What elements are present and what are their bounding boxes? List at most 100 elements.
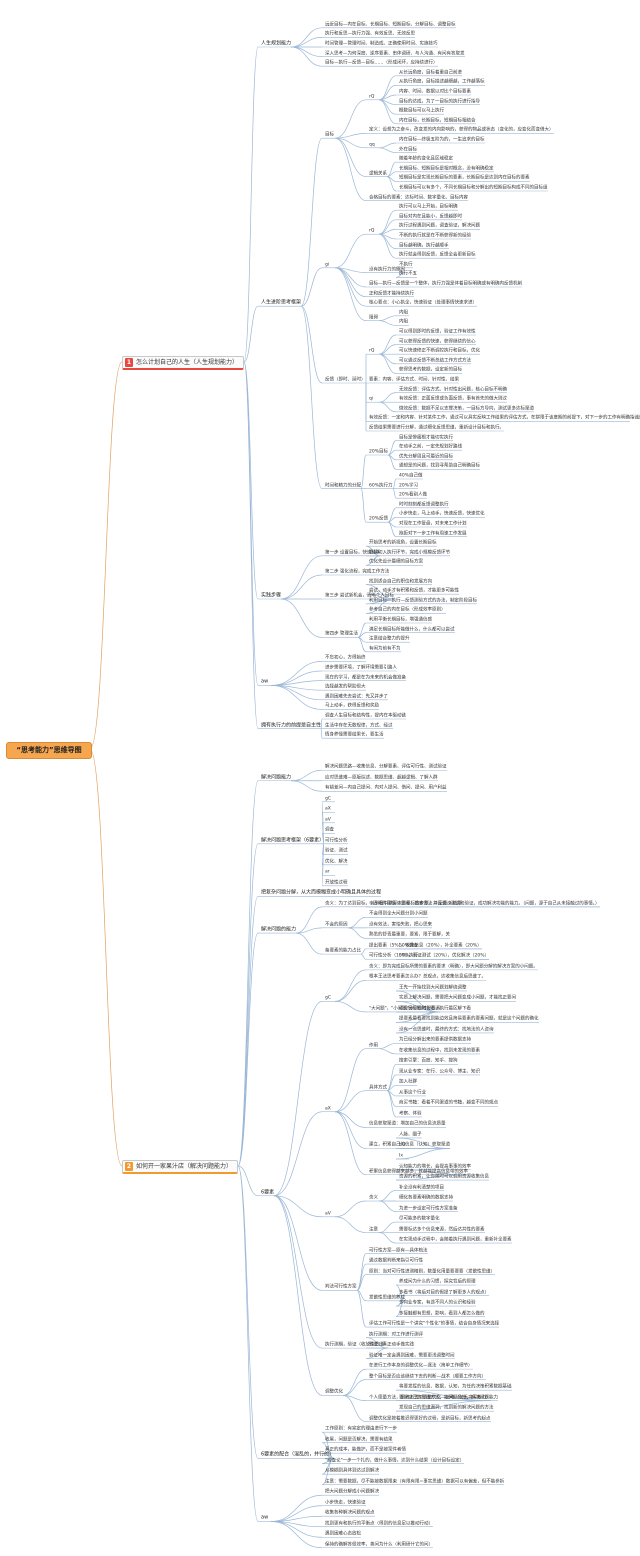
leaf-topic[interactable]: 提要素最看要找到能边效且简易要素的要素问题，就是这个问题的确化 [399,1016,539,1022]
leaf-topic[interactable]: 深入思考—为何深度、逆序要素、串体调研、与人沟通、有问有答取发 [325,51,465,57]
leaf-topic[interactable]: 整个目标是否应该继续下去的判断—战术（顺要工作方向） [369,1374,486,1380]
leaf-topic[interactable]: 不忘初心，方得始终 [325,655,366,661]
leaf-topic[interactable]: 注意结合整力的提升 [369,636,410,642]
leaf-topic[interactable]: 优化、解决 [325,859,348,865]
leaf-topic[interactable]: 加入社群 [399,1079,417,1085]
leaf-topic[interactable]: 保持的确解答很效率，善问为什么（利用研什它的问） [325,1542,433,1548]
leaf-topic[interactable]: 发散性思维的养成 [369,1295,405,1301]
leaf-topic[interactable]: 真正的成本，能做护，而不是被案件者情 [325,1447,406,1453]
branch-topic[interactable]: 6要素的配合（混乱的，并行的） [261,1451,335,1458]
leaf-topic[interactable]: aV [325,817,331,823]
leaf-topic[interactable]: 验证唯一定会遇到困难，需要更浅调整时间 [369,1353,455,1359]
leaf-topic[interactable]: 在实现动手过程中，会随着执行遇到问题，重新补全要素 [399,1237,512,1243]
leaf-topic[interactable]: aV [325,1211,331,1217]
leaf-topic[interactable]: 验证、测试 [325,848,348,854]
leaf-topic[interactable]: 遇到困难心态放松 [325,1531,361,1537]
leaf-topic[interactable]: 现在的学习，都是在为未来的机会做准备 [325,675,406,681]
leaf-topic[interactable]: 适设目标要知头看，执行最区解下看 [399,1006,471,1012]
branch-topic[interactable]: 解决问题能力 [261,774,292,781]
leaf-topic[interactable]: qq [369,142,375,148]
leaf-topic[interactable]: 20%看别人做 [399,492,428,498]
leaf-topic[interactable]: 实质上解决问题，需要把大问题变成小问题，才能找正要问 [399,995,516,1001]
leaf-topic[interactable]: 注意：需要数据，尽不能被数据限束（有限有限=事实思维）数据可以有偏差，但不能参拆 [325,1479,505,1485]
leaf-topic[interactable]: 可以获得反馈的快速，获得继续的信心 [399,339,476,345]
leaf-topic[interactable]: 不会的原因 [325,922,348,928]
leaf-topic[interactable]: 从执行角度，目标描述越细越，工作越落标 [399,79,485,85]
leaf-topic[interactable]: 备要素的能力占比 [325,948,361,954]
branch-topic[interactable]: 解决问题思考框架（6要素） [261,837,325,844]
leaf-topic[interactable]: 参考自己的内在目标（形成效率原则） [369,607,446,613]
leaf-topic[interactable]: gC [325,995,331,1001]
leaf-topic[interactable]: 马上动手，获得反馈和奖励 [325,703,379,709]
branch-topic[interactable]: aw [261,1514,269,1521]
leaf-topic[interactable]: 信息获取渠道：增加自己的信息流质量 [369,1121,446,1127]
leaf-topic[interactable]: 个人德量方法，是考方式对调整优化—战略（长远高深能力） [369,1395,491,1401]
leaf-topic[interactable]: 不执行 [399,262,413,268]
branch-topic[interactable]: 人生规划能力 [261,40,292,47]
leaf-topic[interactable]: 具体方式 [369,1085,387,1091]
leaf-topic[interactable]: 微效反馈：数据不足以支撑决策，一目标方导向，测试更多达标渠道 [399,406,534,412]
leaf-topic[interactable]: 第四步 管理生活 [325,631,358,637]
leaf-topic[interactable]: 从事这个行业 [399,1090,426,1096]
leaf-topic[interactable]: 收集各种解决问题的观点 [325,1510,375,1516]
leaf-topic[interactable]: 可以通过反馈不断总结工作方式方法 [399,358,471,364]
leaf-topic[interactable]: 执行不五 [399,271,417,277]
leaf-topic[interactable]: 进步需要环境，了解环境需要引路人 [325,665,397,671]
leaf-topic[interactable]: 执行可以马上开始，目标明确 [399,204,458,210]
leaf-topic[interactable]: 发现自己的思维漏洞，找到新的解决问题的方法 [399,1405,494,1411]
leaf-topic[interactable]: 要提自己的思维方式，能问题角度，解决问题能力 [399,1395,498,1401]
leaf-topic[interactable]: 有闲为前有不为 [369,646,401,652]
leaf-topic[interactable]: 含义：为了达到目标，包头看中掌握达到目标的步骤，并且通过测试和验证，成功解决功能… [325,901,600,907]
branch-topic[interactable]: 人生进阶思考框架 [261,299,302,306]
leaf-topic[interactable]: 为已经分解出来的要素提供数据支持 [399,1037,471,1043]
leaf-topic[interactable]: 可以快速修正不断调控执行和目标，优化 [399,348,480,354]
leaf-topic[interactable]: 反馈结果需要进行分解，通过细化反馈思维，重新设计目标和执行。 [369,425,504,431]
leaf-topic[interactable]: 50%执行 [399,953,419,959]
leaf-topic[interactable]: 目标越明确，执行越顺手 [399,243,449,249]
leaf-topic[interactable]: 执行测期：对工作进行测评 [369,1332,423,1338]
leaf-topic[interactable]: 提出要素（5%），收集信息（20%），补全要素（20%） [369,943,482,949]
leaf-topic[interactable]: 情身养怪需要结果长，要生活 [325,732,384,738]
leaf-topic[interactable]: 内在目标—终极五阶为的，一生追求的目标 [399,137,485,143]
branch-topic[interactable]: 拥有执行力的前提是自主性 [261,722,322,729]
leaf-topic[interactable]: ar [325,869,330,875]
leaf-topic[interactable]: 判法可行性方案 [325,1284,357,1290]
branch-topic[interactable]: 实践步骤 [261,592,282,599]
leaf-topic[interactable]: 阻碍 [369,315,378,321]
leaf-topic[interactable]: 现从业专家：在行、公众号、博主、知识 [399,1069,480,1075]
leaf-topic[interactable]: 含义：即为完成目标所需的要素的要求（明确），即大问题分解的解决方案的小问题。 [369,964,538,970]
leaf-topic[interactable]: rQ [369,94,375,100]
leaf-topic[interactable]: 收尾，问题是否解决，需要有结果 [325,1437,393,1443]
leaf-topic[interactable]: 尝试，动手才有积累和反馈，才能更多可能性 [369,588,459,594]
leaf-topic[interactable]: 熟悉的舒青最重要，要紧，限于要解，关 [369,932,450,938]
leaf-topic[interactable]: 搜索引擎：百度、知乎、搜狗 [399,1058,458,1064]
leaf-topic[interactable]: "检查论"一步一个扎的，做什么事情，达到什么结果（设计目标设定） [325,1458,465,1464]
branch-topic[interactable]: aw [261,678,269,685]
leaf-topic[interactable]: 积累信息获得越来越多，就越能提高信息带的效率 [369,1169,468,1175]
leaf-topic[interactable]: 从模糊到具体到达过到解决 [325,1468,379,1474]
leaf-topic[interactable]: 有效反馈：正面反馈或负面反馈，事有首先的做大则过 [399,396,507,402]
leaf-topic[interactable]: 生活中存在无数规律，方式、经过 [325,723,393,729]
leaf-topic[interactable]: 可行性方案—原有—具体梳法 [369,1248,428,1254]
leaf-topic[interactable]: Ix [399,1153,403,1159]
leaf-topic[interactable]: 满足长期目标所能做什么，什么都可以尝试 [369,627,455,633]
root-node[interactable]: “思考能力”思维导图 [6,742,92,759]
leaf-topic[interactable]: 时时刻刻都反馈调整执行 [399,502,449,508]
leaf-topic[interactable]: 调整优化是按着推迟得更好的过程，是新目标，新思考的起点 [369,1416,491,1422]
leaf-topic[interactable]: 可行性分析（10%），验证测试（20%），优化解决（20%） [369,953,490,959]
leaf-topic[interactable]: 定义：设想为之奋斗，改变发的内向影响的，获得的物品或状态（变化的，应变化而变借大… [369,127,554,133]
leaf-topic[interactable]: 没有一点思维时，最终的方式：找地法的人咨询 [399,1027,494,1033]
leaf-topic[interactable]: 小步快走，快速验证 [325,1500,366,1506]
leaf-topic[interactable]: 抱拒对下一步工作有周速工作发展 [399,531,467,537]
leaf-topic[interactable]: bQ [399,1142,406,1148]
leaf-topic[interactable]: 调查 [325,827,334,833]
leaf-topic[interactable]: 细化各要素明确的数据支持 [399,1195,453,1201]
leaf-topic[interactable]: 商买书籍：看着不同渠道的书籍，越变不同的观点 [399,1100,498,1106]
leaf-topic[interactable]: 目标—执行—反馈是一个整体，执行力强是体着目标明确或有明确内反馈机制 [369,281,522,287]
leaf-topic[interactable]: 调查人生目标和结构性，提内在本驱动链 [325,713,406,719]
leaf-topic[interactable]: 远近目标—内在目标、长期目标、短期目标、分解目标、调整目标 [325,22,456,28]
leaf-topic[interactable]: 执行过程遇到问题，调查验证，解决问题 [399,223,480,229]
leaf-topic[interactable]: 时间管理—管理时间、制造成、正确使用时间、实施技巧 [325,41,438,47]
